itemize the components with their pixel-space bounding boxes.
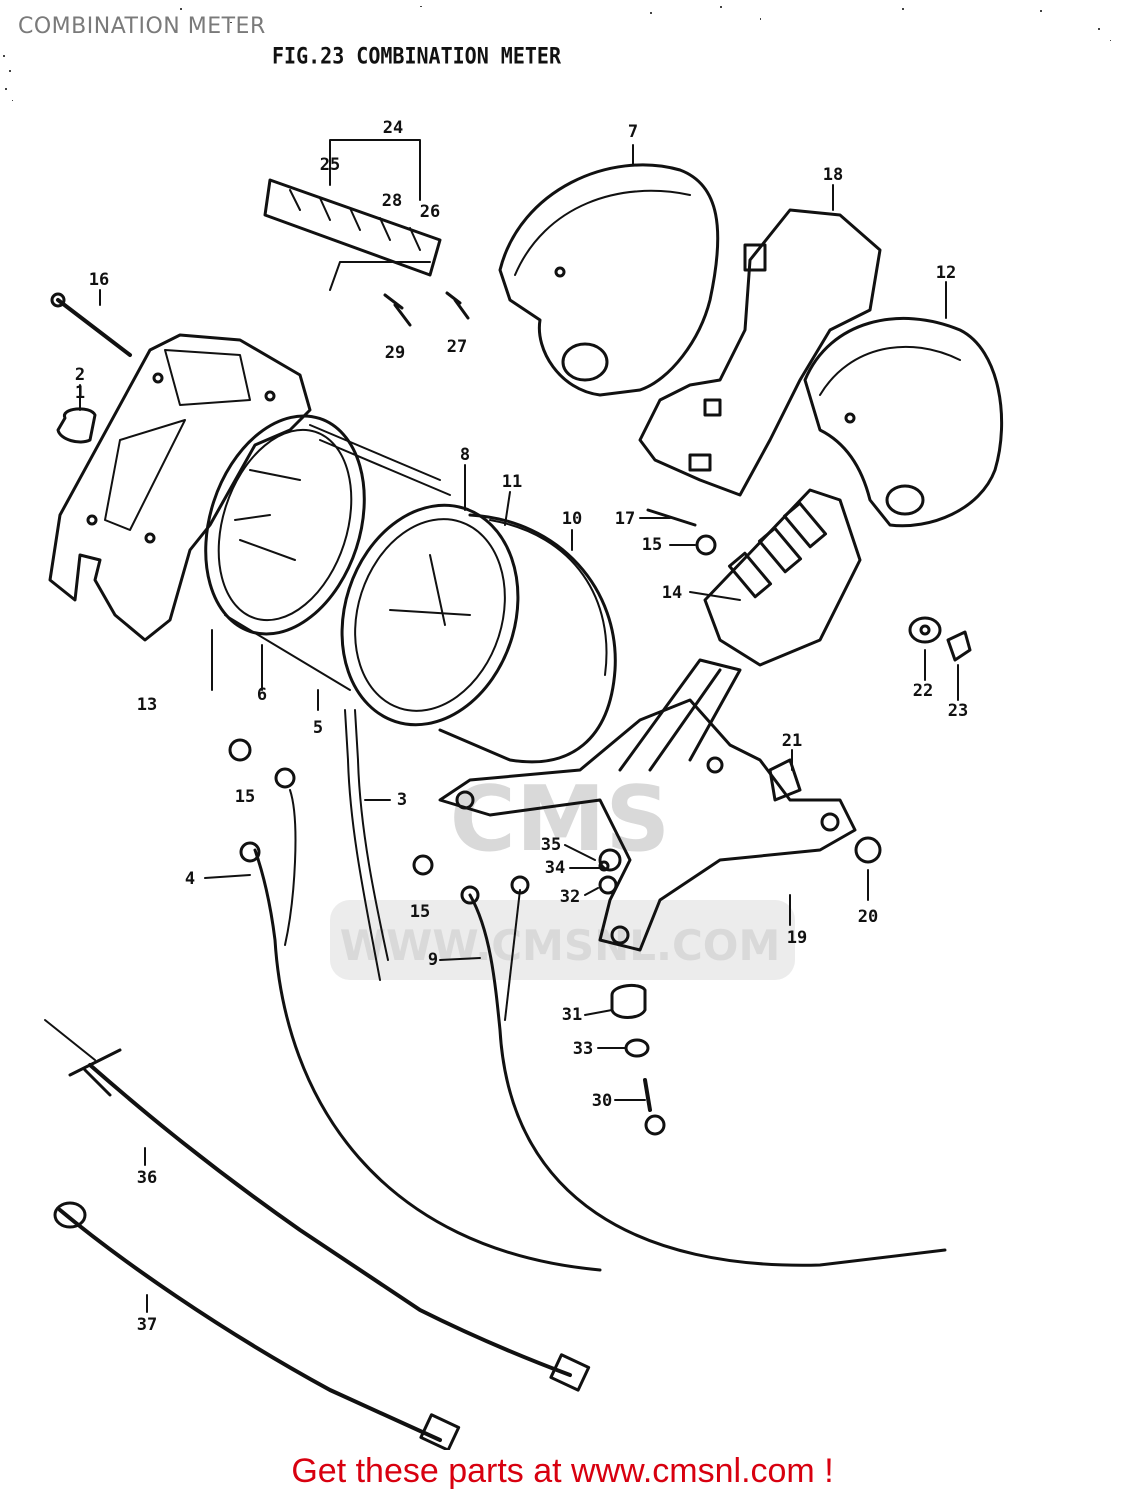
speedometer: [340, 503, 617, 764]
figure-title: FIG.23 COMBINATION METER: [272, 42, 561, 70]
callout-label: 16: [89, 270, 109, 290]
meter-cover-left: [498, 163, 720, 397]
watermark-logo: CMS: [450, 767, 670, 872]
exploded-parts-diagram: CMS WWW.CMSNL.COM: [3, 6, 1111, 1450]
callout-label: 22: [913, 681, 933, 701]
indicator-bracket: [638, 208, 882, 497]
tachometer: [204, 414, 451, 691]
callout-label: 34: [545, 858, 565, 878]
callout-label: 28: [382, 191, 402, 211]
indicator-strip: [263, 178, 442, 277]
callout-label: 15: [235, 787, 255, 807]
callout-label: 12: [936, 263, 956, 283]
callout-label: 5: [313, 718, 323, 738]
callout-label: 15: [410, 902, 430, 922]
callout-label: 33: [573, 1039, 593, 1059]
callout-label: 29: [385, 343, 405, 363]
callout-label: 17: [615, 509, 635, 529]
callout-label: 10: [562, 509, 582, 529]
callout-label: 24: [383, 118, 403, 138]
callout-label: 13: [137, 695, 157, 715]
watermark-url: WWW.CMSNL.COM: [340, 921, 781, 970]
watermark: CMS WWW.CMSNL.COM: [330, 767, 795, 980]
meter-housing: [48, 333, 312, 642]
callout-label: 27: [447, 337, 467, 357]
callout-label: 2: [75, 365, 85, 385]
callout-labels: 2 1 3 4 5 6 7 8 9 10 11 12 13 14 15 15 1…: [75, 118, 968, 1335]
callout-label: 7: [628, 122, 638, 142]
meter-cables: [44, 1019, 591, 1450]
callout-label: 26: [420, 202, 440, 222]
callout-label: 6: [257, 685, 267, 705]
callout-label: 14: [662, 583, 682, 603]
callout-label: 15: [642, 535, 662, 555]
callout-label: 31: [562, 1005, 582, 1025]
meter-bracket: [438, 698, 857, 952]
callout-label: 3: [397, 790, 407, 810]
callout-label: 35: [541, 835, 561, 855]
callout-label: 30: [592, 1091, 612, 1111]
callout-label: 36: [137, 1168, 157, 1188]
wiring: [228, 709, 947, 1272]
callout-label: 20: [858, 907, 878, 927]
callout-label: 8: [460, 445, 470, 465]
page-title: COMBINATION METER: [18, 14, 266, 39]
callout-label: 32: [560, 887, 580, 907]
promo-banner: Get these parts at www.cmsnl.com !: [0, 1452, 1125, 1491]
callout-label: 21: [782, 731, 802, 751]
leader-lines: [79, 139, 959, 1313]
small-parts: [50, 291, 972, 1136]
callout-label: 1: [75, 383, 85, 403]
scan-noise: [3, 6, 1111, 101]
callout-label: 18: [823, 165, 843, 185]
callout-label: 23: [948, 701, 968, 721]
callout-label: 9: [428, 950, 438, 970]
lamp-holder: [618, 488, 862, 772]
callout-label: 19: [787, 928, 807, 948]
meter-cover-right: [803, 317, 1004, 528]
callout-label: 25: [320, 155, 340, 175]
promo-link[interactable]: Get these parts at www.cmsnl.com !: [291, 1452, 834, 1490]
callout-label: 11: [502, 472, 522, 492]
callout-label: 4: [185, 869, 195, 889]
callout-label: 37: [137, 1315, 157, 1335]
